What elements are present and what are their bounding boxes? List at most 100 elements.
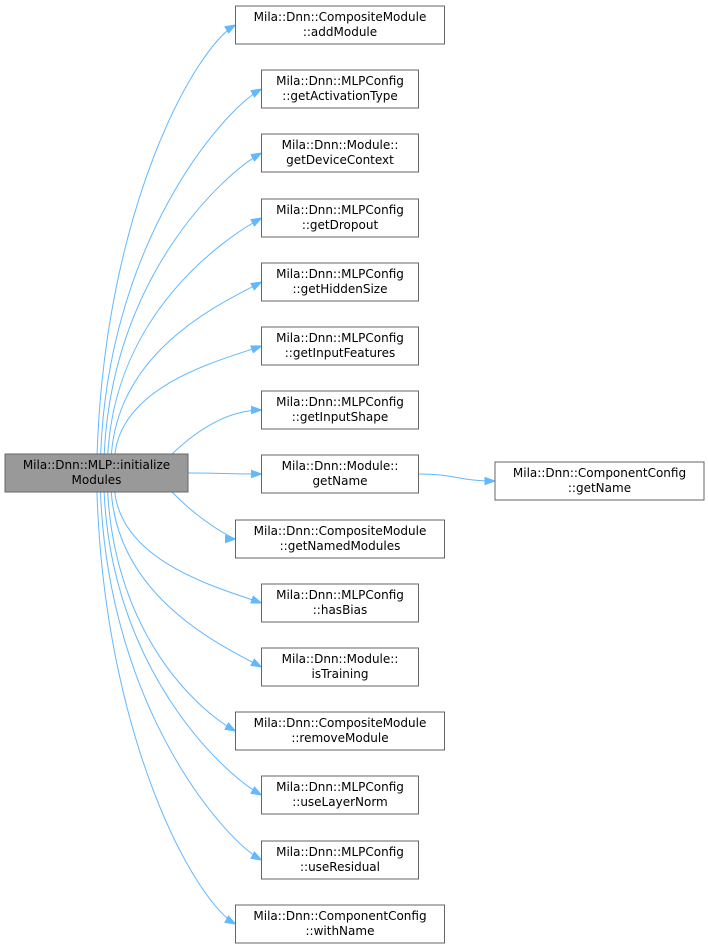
node-hasBias[interactable]: Mila::Dnn::MLPConfig::hasBias — [261, 583, 419, 623]
edge-to-getInputShape-line — [171, 409, 262, 455]
node-withName-label-line-1: Mila::Dnn::ComponentConfig — [253, 909, 426, 923]
node-getNamedModules-box — [235, 519, 445, 559]
node-getInputFeatures[interactable]: Mila::Dnn::MLPConfig::getInputFeatures — [261, 326, 419, 366]
edge-to-removeModule-arrowhead — [224, 722, 237, 732]
edge-to-useLayerNorm-arrowhead — [250, 786, 263, 796]
node-useLayerNorm-label-line-2: ::useLayerNorm — [292, 795, 388, 809]
node-getDropout[interactable]: Mila::Dnn::MLPConfig::getDropout — [261, 198, 419, 238]
edge-to-getDeviceContext-arrowhead — [250, 152, 263, 162]
edge-to-getHiddenSize — [110, 281, 263, 455]
node-getDeviceContext[interactable]: Mila::Dnn::Module::getDeviceContext — [261, 133, 419, 173]
node-getNamedModules-label-line-2: ::getNamedModules — [280, 539, 401, 553]
node-withName-label-line-2: ::withName — [306, 924, 375, 938]
edge-to-useResidual-arrowhead — [250, 851, 263, 861]
node-useResidual-label-line-1: Mila::Dnn::MLPConfig — [276, 845, 404, 859]
node-getActivationType-box — [261, 69, 419, 109]
node-getDropout-box — [261, 198, 419, 238]
node-componentGetName[interactable]: Mila::Dnn::ComponentConfig::getName — [494, 461, 705, 501]
node-getInputShape-box — [261, 390, 419, 430]
node-removeModule-box — [235, 711, 445, 751]
node-hasBias-label-line-2: ::hasBias — [313, 603, 367, 617]
root-node-initialize-modules-label-line-2: Modules — [72, 473, 122, 487]
node-addModule-label-line-2: ::addModule — [303, 25, 377, 39]
edge-to-componentGetName-arrowhead — [484, 476, 497, 486]
call-nodes: Mila::Dnn::MLP::initializeModulesMila::D… — [4, 5, 705, 944]
edge-to-withName — [96, 491, 237, 925]
edge-to-getInputShape — [171, 405, 263, 455]
edge-to-getActivationType-line — [100, 88, 262, 455]
edge-to-getName-arrowhead — [251, 469, 263, 479]
node-getDeviceContext-label-line-2: getDeviceContext — [286, 153, 394, 167]
edge-to-isTraining-line — [110, 491, 262, 668]
node-getName-label-line-1: Mila::Dnn::Module:: — [282, 459, 399, 473]
edge-to-getDropout-arrowhead — [250, 217, 263, 227]
edge-to-withName-line — [96, 491, 236, 925]
node-getDeviceContext-label-line-1: Mila::Dnn::Module:: — [282, 138, 399, 152]
node-componentGetName-label-line-2: ::getName — [568, 481, 631, 495]
node-useResidual[interactable]: Mila::Dnn::MLPConfig::useResidual — [261, 840, 419, 880]
edge-to-useLayerNorm — [103, 491, 263, 796]
node-addModule[interactable]: Mila::Dnn::CompositeModule::addModule — [235, 5, 445, 45]
node-isTraining[interactable]: Mila::Dnn::Module::isTraining — [261, 647, 419, 687]
node-withName[interactable]: Mila::Dnn::ComponentConfig::withName — [235, 904, 445, 944]
edge-to-getInputShape-arrowhead — [251, 405, 263, 415]
edge-to-getInputFeatures-arrowhead — [250, 345, 263, 354]
node-getDeviceContext-box — [261, 133, 419, 173]
call-edges — [96, 24, 497, 925]
node-isTraining-label-line-1: Mila::Dnn::Module:: — [282, 652, 399, 666]
node-isTraining-label-line-2: isTraining — [312, 667, 369, 681]
edge-to-useLayerNorm-line — [103, 491, 262, 796]
node-getDropout-label-line-1: Mila::Dnn::MLPConfig — [276, 203, 404, 217]
edge-to-hasBias-line — [114, 491, 262, 604]
edge-to-removeModule-line — [107, 491, 236, 732]
edge-to-componentGetName-line — [418, 473, 496, 482]
edge-to-hasBias-arrowhead — [250, 595, 263, 604]
root-node-initialize-modules-box — [4, 453, 189, 493]
edge-to-getInputFeatures-line — [114, 345, 262, 455]
edge-to-getNamedModules-arrowhead — [225, 534, 237, 544]
edge-to-removeModule — [107, 491, 237, 732]
node-removeModule[interactable]: Mila::Dnn::CompositeModule::removeModule — [235, 711, 445, 751]
node-getNamedModules[interactable]: Mila::Dnn::CompositeModule::getNamedModu… — [235, 519, 445, 559]
node-getHiddenSize[interactable]: Mila::Dnn::MLPConfig::getHiddenSize — [261, 262, 419, 302]
edge-to-getDropout — [107, 217, 263, 455]
node-getActivationType[interactable]: Mila::Dnn::MLPConfig::getActivationType — [261, 69, 419, 109]
edge-to-getInputFeatures — [114, 345, 263, 455]
edge-to-isTraining-arrowhead — [250, 658, 263, 668]
node-getActivationType-label-line-2: ::getActivationType — [282, 89, 397, 103]
node-useLayerNorm-label-line-1: Mila::Dnn::MLPConfig — [276, 780, 404, 794]
node-getInputShape-label-line-1: Mila::Dnn::MLPConfig — [276, 395, 404, 409]
node-getInputShape[interactable]: Mila::Dnn::MLPConfig::getInputShape — [261, 390, 419, 430]
node-isTraining-box — [261, 647, 419, 687]
node-getInputFeatures-label-line-1: Mila::Dnn::MLPConfig — [276, 331, 404, 345]
node-withName-box — [235, 904, 445, 944]
edge-to-addModule — [96, 24, 237, 455]
node-getHiddenSize-label-line-2: ::getHiddenSize — [292, 282, 387, 296]
node-componentGetName-label-line-1: Mila::Dnn::ComponentConfig — [513, 466, 686, 480]
node-getName-box — [261, 454, 419, 494]
edge-to-addModule-line — [96, 24, 236, 455]
node-getName[interactable]: Mila::Dnn::Module::getName — [261, 454, 419, 494]
node-getHiddenSize-label-line-1: Mila::Dnn::MLPConfig — [276, 267, 404, 281]
node-getName-label-line-2: getName — [312, 474, 367, 488]
node-addModule-box — [235, 5, 445, 45]
node-getInputShape-label-line-2: ::getInputShape — [292, 410, 388, 424]
node-useLayerNorm-box — [261, 775, 419, 815]
node-getHiddenSize-box — [261, 262, 419, 302]
edge-to-withName-arrowhead — [224, 915, 237, 925]
node-getActivationType-label-line-1: Mila::Dnn::MLPConfig — [276, 74, 404, 88]
root-node-initialize-modules-label-line-1: Mila::Dnn::MLP::initialize — [23, 458, 170, 472]
edge-to-getHiddenSize-line — [110, 281, 262, 455]
node-useResidual-label-line-2: ::useResidual — [300, 860, 380, 874]
edge-to-getDeviceContext — [103, 152, 263, 455]
edge-to-getActivationType-arrowhead — [250, 88, 263, 98]
node-removeModule-label-line-1: Mila::Dnn::CompositeModule — [254, 716, 427, 730]
edge-to-hasBias — [114, 491, 263, 604]
edge-to-getNamedModules-line — [171, 491, 236, 540]
node-useLayerNorm[interactable]: Mila::Dnn::MLPConfig::useLayerNorm — [261, 775, 419, 815]
edge-to-getDropout-line — [107, 217, 262, 455]
node-componentGetName-box — [494, 461, 705, 501]
edge-to-addModule-arrowhead — [224, 24, 237, 34]
node-useResidual-box — [261, 840, 419, 880]
